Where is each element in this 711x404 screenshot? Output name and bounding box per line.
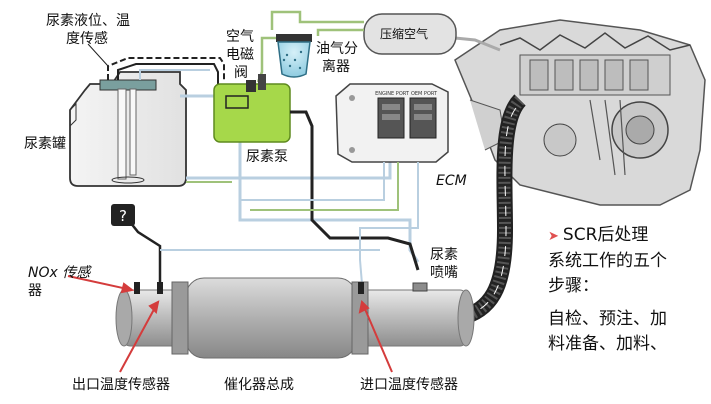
- ecm-unit-icon: ENGINE PORT OEM PORT: [335, 83, 449, 163]
- outlet-temp-sensor-label: 出口温度传感器: [72, 377, 170, 393]
- nox-wire: [129, 221, 162, 284]
- air-solenoid-label-3: 阀: [234, 65, 248, 81]
- pump-hose-nozzle: [290, 110, 420, 271]
- urea-suction: [139, 69, 210, 80]
- inlet-temp-sensor-label: 进口温度传感器: [360, 377, 458, 393]
- outlet-temp-sensor-icon: [157, 282, 163, 294]
- air-pipe-2: [316, 28, 364, 36]
- scr-steps-line-1: SCR后处理: [562, 225, 649, 245]
- catalyst-pipe-icon: [115, 277, 475, 359]
- air-solenoid-label-2: 电磁: [226, 47, 254, 63]
- compressed-air-label: 压缩空气: [380, 27, 429, 41]
- ecm-wire-1: [240, 162, 385, 201]
- urea-nozzle-label-1: 尿素: [430, 247, 458, 263]
- urea-level-temp-sensor-label-2: 度传感: [66, 31, 108, 47]
- catalyst-assembly-label: 催化器总成: [224, 377, 294, 393]
- nox-sensor-box-icon: ?: [111, 204, 135, 226]
- sensor-wire-2: [117, 63, 219, 84]
- ecm-wire-3: [359, 162, 419, 285]
- nox-box-symbol: ?: [119, 207, 127, 225]
- air-pipe-1: [270, 10, 364, 30]
- ecm-port-right-label: OEM PORT: [411, 91, 438, 97]
- engine-block-icon: [454, 19, 706, 206]
- urea-level-temp-sensor-label: 尿素液位、温: [46, 13, 130, 29]
- oil-gas-separator-icon: [276, 34, 312, 78]
- sensor-wire-1: [107, 57, 225, 82]
- urea-pump-label: 尿素泵: [246, 149, 288, 165]
- oil-gas-separator-label-2: 离器: [322, 59, 350, 75]
- urea-tank-icon: [69, 71, 187, 187]
- air-solenoid-label-1: 空气: [226, 29, 254, 45]
- urea-nozzle-label-2: 喷嘴: [430, 265, 458, 281]
- scr-steps-line-2: 系统工作的五个: [548, 251, 667, 271]
- triangle-marker-icon: ➤: [548, 229, 559, 244]
- ecm-port-left-label: ENGINE PORT: [375, 91, 410, 97]
- ecm-label: ECM: [436, 173, 467, 189]
- scr-steps-line-3: 步骤：: [548, 276, 599, 296]
- urea-tank-label: 尿素罐: [24, 136, 66, 152]
- air-pipe-engine: [454, 36, 501, 52]
- ecm-wire-2: [250, 162, 399, 211]
- nox-sensor-label-1: NOx 传感: [28, 265, 91, 281]
- compressed-air-tank-icon: [363, 13, 457, 55]
- nox-sensor-label-2: 器: [28, 283, 42, 299]
- urea-pump-icon: [213, 74, 291, 143]
- pointer-arrows: [67, 275, 393, 373]
- urea-pipe-b: [186, 162, 392, 180]
- scr-steps-panel: ➤SCR后处理 系统工作的五个 步骤： 自检、预注、加 料准备、加料、: [548, 223, 708, 357]
- oil-gas-separator-label-1: 油气分: [316, 41, 358, 57]
- urea-nozzle-icon: [412, 282, 428, 292]
- nox-sensor-probe-icon: [134, 282, 140, 294]
- scr-steps-line-5: 料准备、加料、: [548, 334, 667, 354]
- exhaust-hose-icon: [457, 94, 527, 326]
- sensor-label-pointer: [87, 43, 109, 67]
- scr-steps-line-4: 自检、预注、加: [548, 309, 667, 329]
- scr-steps-title: ➤SCR后处理: [548, 223, 708, 249]
- inlet-temp-sensor-icon: [358, 282, 364, 294]
